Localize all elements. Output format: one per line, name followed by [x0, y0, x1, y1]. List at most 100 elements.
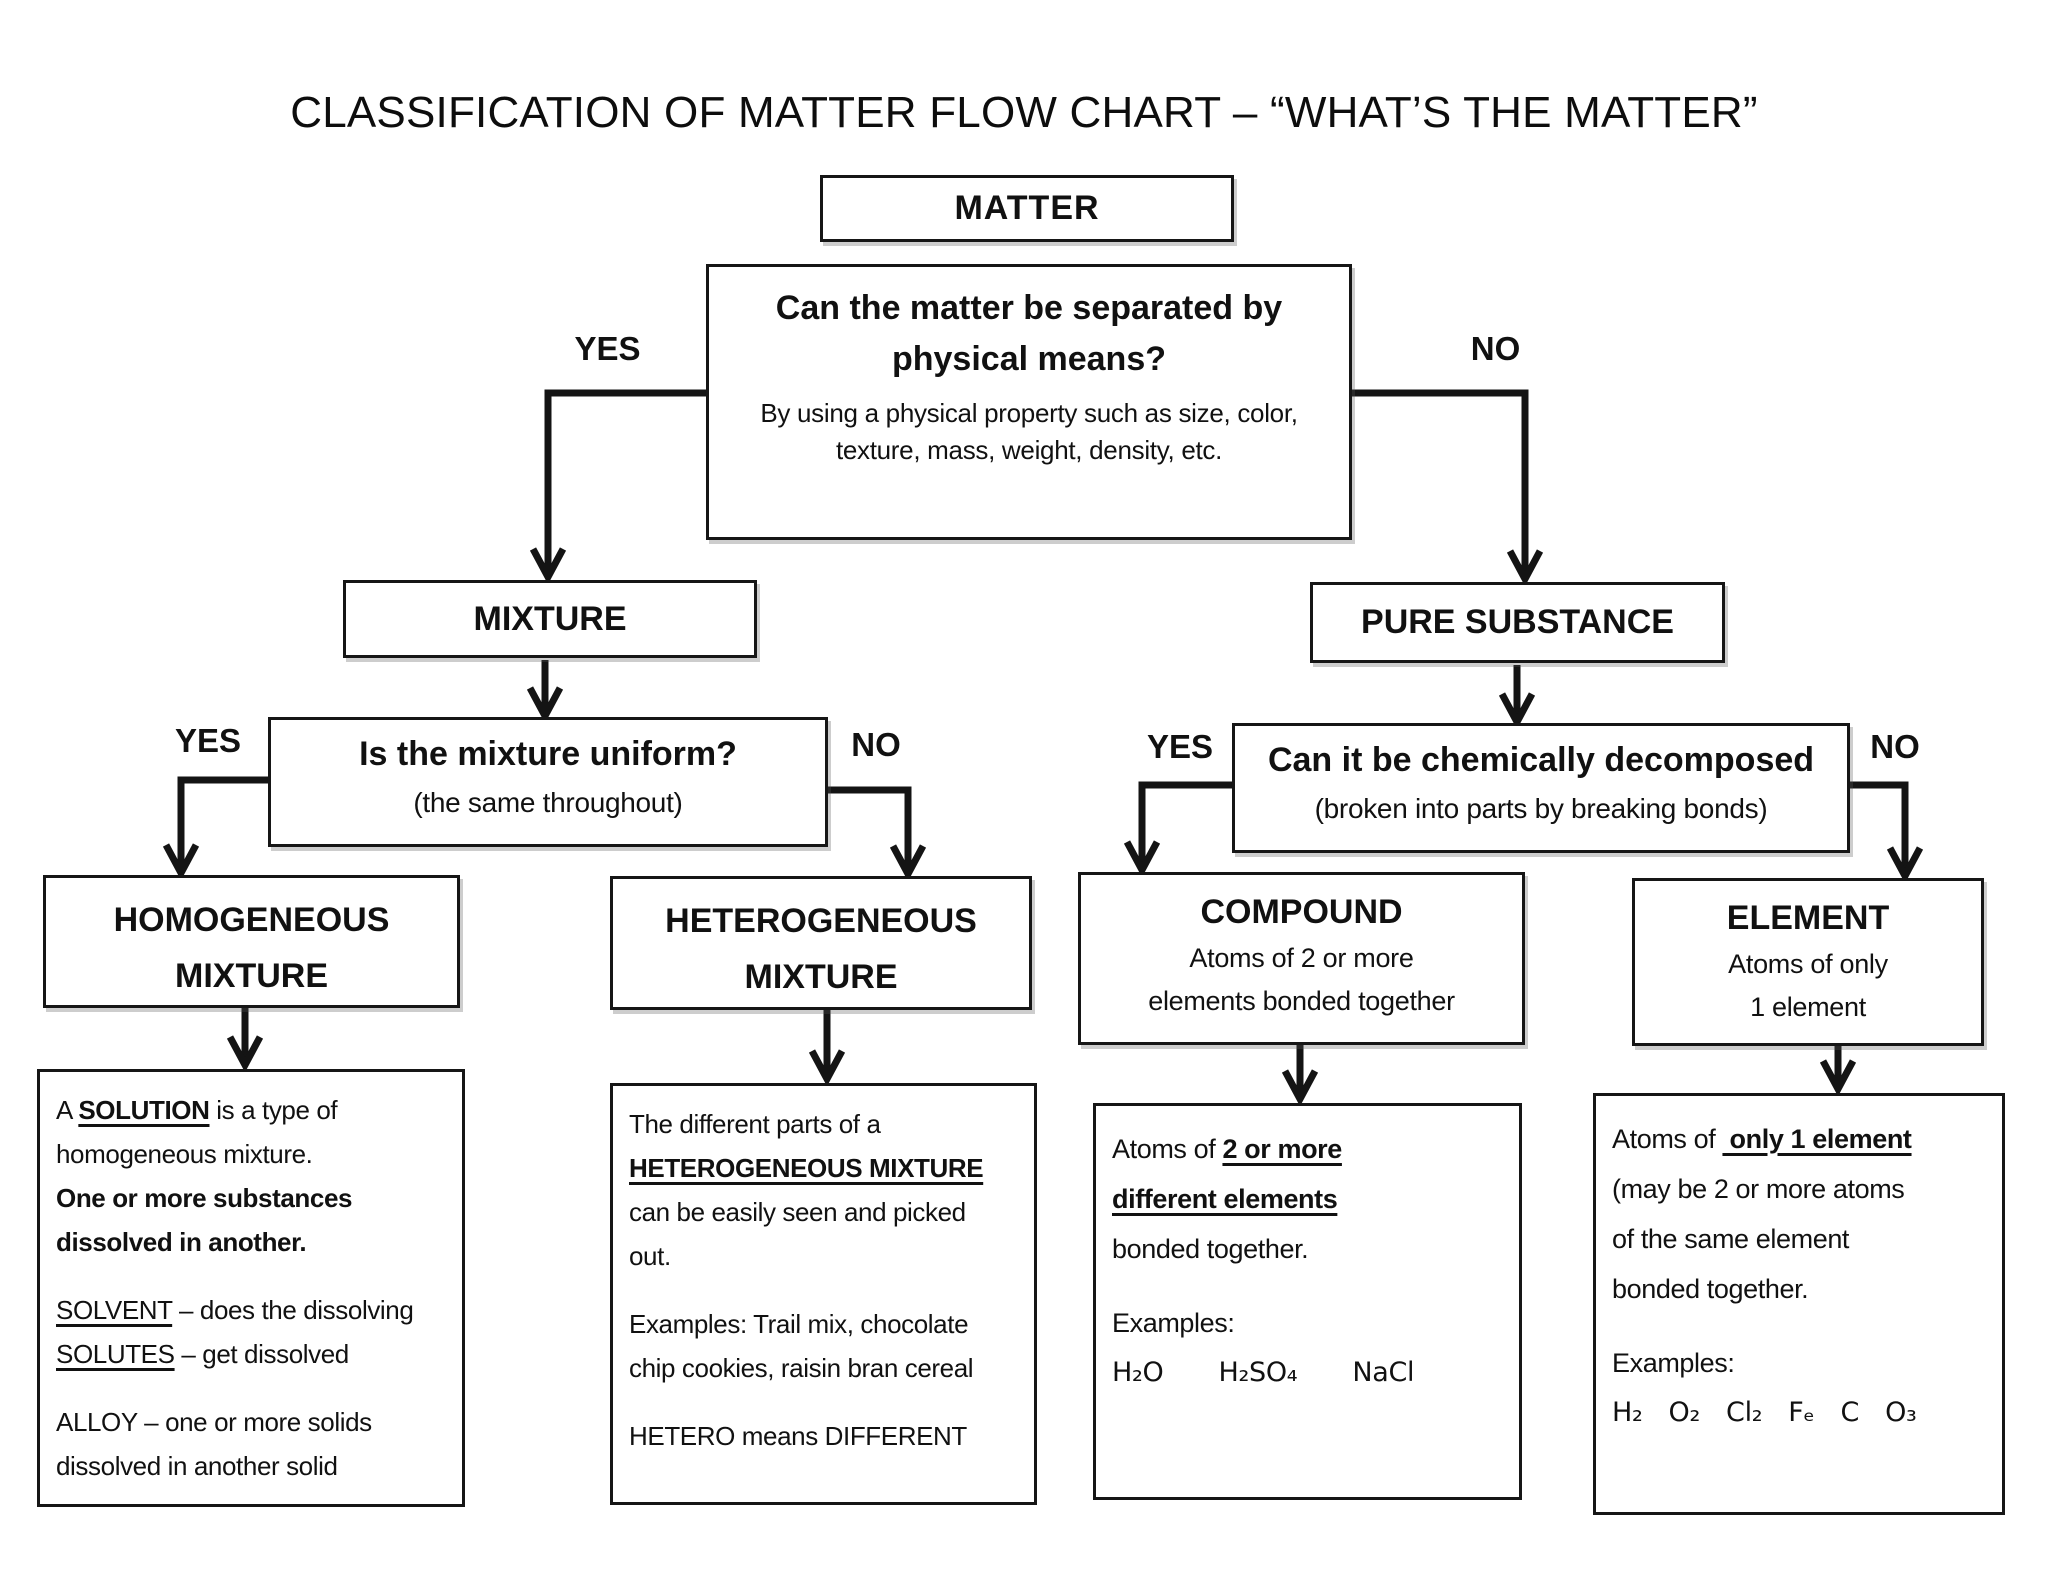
- formula: H₂O: [1112, 1357, 1164, 1388]
- note-line: Examples:: [1112, 1308, 1235, 1338]
- node-matter: MATTER: [820, 175, 1234, 242]
- note-line: bonded together.: [1612, 1274, 1809, 1304]
- arrowhead-icon: [1506, 549, 1544, 587]
- note-line: out.: [629, 1241, 671, 1271]
- node-heterogeneous-mixture: HETEROGENEOUS MIXTURE: [610, 876, 1032, 1010]
- note-homogeneous-solution: A SOLUTION is a type of homogeneous mixt…: [37, 1069, 465, 1507]
- question-subtext: (broken into parts by breaking bonds): [1314, 792, 1768, 824]
- spacer: [629, 1278, 1022, 1302]
- node-compound: COMPOUND Atoms of 2 or more elements bon…: [1078, 872, 1525, 1045]
- element-examples: H₂ O₂ Cl₂ Fₑ C O₃: [1612, 1388, 1990, 1438]
- question-text: Can it be chemically decomposed: [1267, 741, 1815, 779]
- note-line: dissolved in another solid: [56, 1451, 338, 1481]
- branch-label-no: NO: [1870, 728, 1920, 765]
- formula: NaCl: [1352, 1357, 1415, 1388]
- heterogeneous-term: HETEROGENEOUS MIXTURE: [629, 1153, 984, 1183]
- node-description: elements bonded together: [1148, 986, 1455, 1017]
- note-line: The different parts of a: [629, 1109, 881, 1139]
- question-mixture-uniform: Is the mixture uniform? (the same throug…: [268, 717, 828, 847]
- note-line: Examples: Trail mix, chocolate: [629, 1309, 969, 1339]
- note-line: A SOLUTION is a type of: [56, 1095, 338, 1125]
- note-line: SOLVENT – does the dissolving: [56, 1295, 414, 1325]
- formula: Cl₂: [1726, 1397, 1763, 1428]
- note-line: homogeneous mixture.: [56, 1139, 313, 1169]
- compound-examples: H₂O H₂SO₄ NaCl: [1112, 1348, 1507, 1398]
- arrowhead-icon: [1819, 1059, 1857, 1097]
- node-matter-label: MATTER: [954, 189, 1100, 227]
- node-description: Atoms of 2 or more: [1189, 943, 1414, 973]
- question-text: Is the mixture uniform?: [359, 735, 737, 773]
- note-line: One or more substances: [56, 1183, 353, 1213]
- solutes-term: SOLUTES: [56, 1339, 175, 1369]
- connector-q3-no: [1850, 781, 1909, 871]
- element-term: only 1 element: [1722, 1124, 1912, 1154]
- arrowhead-icon: [226, 1035, 264, 1073]
- note-line: Atoms of 2 or more: [1112, 1134, 1342, 1164]
- branch-label-yes: YES: [174, 722, 242, 759]
- connector-q3-yes: [1138, 781, 1232, 865]
- node-element: ELEMENT Atoms of only 1 element: [1632, 878, 1984, 1046]
- branch-label-yes: YES: [574, 330, 641, 367]
- node-mixture-label: MIXTURE: [473, 600, 627, 638]
- arrowhead-icon: [1123, 840, 1161, 878]
- branch-label-yes: YES: [1146, 728, 1214, 765]
- connector-q1-no: [1352, 389, 1529, 574]
- formula: Fₑ: [1788, 1397, 1815, 1428]
- solvent-term: SOLVENT: [56, 1295, 173, 1325]
- formula: H₂: [1612, 1397, 1643, 1428]
- node-label: MIXTURE: [175, 957, 328, 995]
- note-line: chip cookies, raisin bran cereal: [629, 1353, 974, 1383]
- node-description: 1 element: [1750, 992, 1866, 1023]
- connector-q2-yes: [177, 776, 268, 868]
- question-text: physical means?: [891, 340, 1166, 378]
- node-homogeneous-mixture: HOMOGENEOUS MIXTURE: [43, 875, 460, 1008]
- arrowhead-icon: [1886, 846, 1924, 884]
- node-pure-substance-label: PURE SUBSTANCE: [1361, 603, 1674, 641]
- arrowhead-icon: [529, 547, 567, 585]
- node-label: COMPOUND: [1200, 893, 1403, 931]
- note-line: Atoms of only 1 element: [1612, 1124, 1912, 1154]
- spacer: [1612, 1314, 1990, 1338]
- node-pure-substance: PURE SUBSTANCE: [1310, 582, 1725, 663]
- connector-q1-yes: [544, 389, 706, 572]
- arrowhead-icon: [162, 843, 200, 881]
- question-subtext: By using a physical property such as siz…: [760, 398, 1298, 428]
- node-label: HOMOGENEOUS: [113, 901, 390, 939]
- node-label: ELEMENT: [1726, 899, 1890, 937]
- spacer: [56, 1376, 450, 1400]
- note-compound: Atoms of 2 or more different elements bo…: [1093, 1103, 1522, 1500]
- spacer: [56, 1264, 450, 1288]
- note-line: bonded together.: [1112, 1234, 1309, 1264]
- note-line: dissolved in another.: [56, 1227, 307, 1257]
- arrowhead-icon: [889, 844, 927, 882]
- note-line: SOLUTES – get dissolved: [56, 1339, 349, 1369]
- note-line: (may be 2 or more atoms: [1612, 1174, 1905, 1204]
- formula: O₃: [1885, 1397, 1917, 1428]
- note-line: of the same element: [1612, 1224, 1850, 1254]
- formula: C: [1840, 1397, 1860, 1428]
- spacer: [629, 1390, 1022, 1414]
- note-heterogeneous: The different parts of a HETEROGENEOUS M…: [610, 1083, 1037, 1505]
- branch-label-no: NO: [1470, 330, 1521, 367]
- solution-term: SOLUTION: [78, 1095, 210, 1125]
- note-line: HETERO means DIFFERENT: [629, 1421, 967, 1451]
- arrowhead-icon: [1498, 692, 1536, 730]
- connector-q2-no: [828, 786, 912, 869]
- spacer: [1112, 1274, 1507, 1298]
- question-subtext: texture, mass, weight, density, etc.: [835, 434, 1223, 465]
- question-text: Can the matter be separated by: [775, 289, 1283, 327]
- compound-term: different elements: [1112, 1184, 1338, 1214]
- formula: O₂: [1668, 1397, 1701, 1428]
- note-line: can be easily seen and picked: [629, 1197, 966, 1227]
- note-element: Atoms of only 1 element (may be 2 or mor…: [1593, 1093, 2005, 1515]
- note-line: Examples:: [1612, 1348, 1735, 1378]
- node-label: MIXTURE: [744, 958, 898, 996]
- formula: H₂SO₄: [1218, 1357, 1298, 1388]
- note-line: ALLOY – one or more solids: [56, 1407, 372, 1437]
- compound-term: 2 or more: [1222, 1134, 1342, 1164]
- node-mixture: MIXTURE: [343, 580, 757, 658]
- node-description: Atoms of only: [1728, 949, 1888, 979]
- node-label: HETEROGENEOUS: [665, 902, 977, 940]
- question-physical-separation: Can the matter be separated by physical …: [706, 264, 1352, 540]
